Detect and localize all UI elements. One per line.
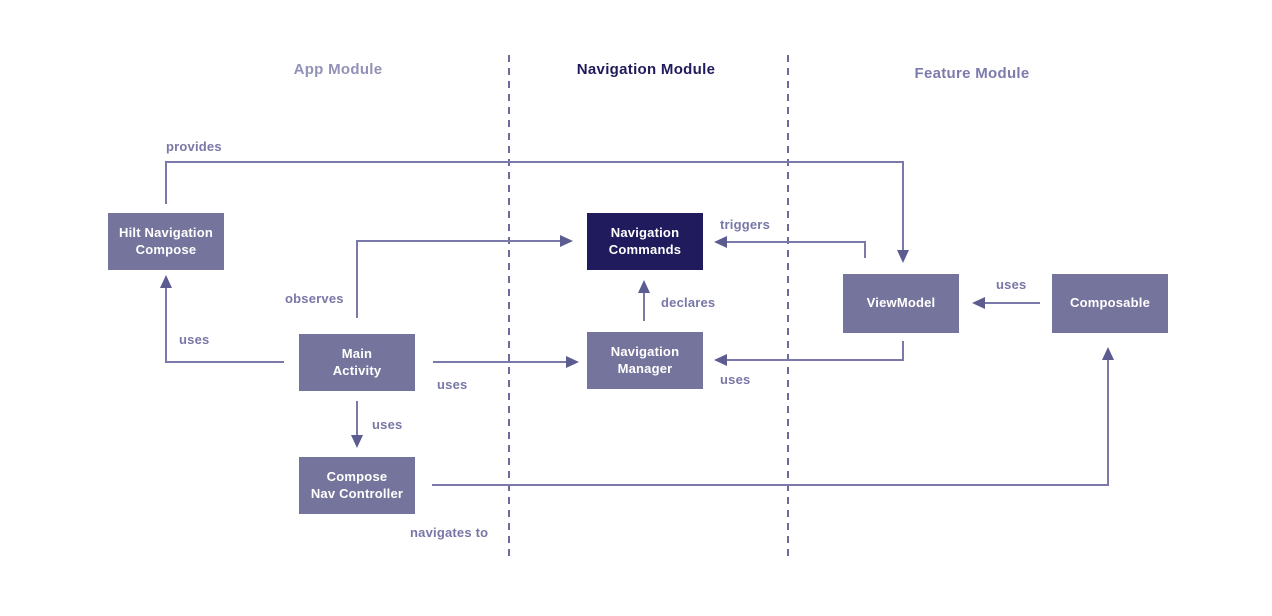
edge-navigates-to (432, 360, 1109, 486)
arrowhead-down-viewmodel (897, 250, 909, 263)
node-compose-nav-controller: Compose Nav Controller (299, 457, 415, 514)
edge-label-observes: observes (285, 291, 344, 306)
edge-label-uses-main-composenav: uses (372, 417, 403, 432)
arrowhead-up-composable (1102, 347, 1114, 360)
arrowhead-up-navcommands (638, 280, 650, 293)
edge-label-uses-composable-viewmodel: uses (996, 277, 1027, 292)
arrowhead-left-triggers (714, 236, 727, 248)
arrowhead-left-viewmodel (972, 297, 985, 309)
arrowhead-right-navcommands (560, 235, 573, 247)
node-navigation-commands: Navigation Commands (587, 213, 703, 270)
module-header-navigation: Navigation Module (576, 61, 716, 78)
edge-observes (356, 240, 560, 318)
node-hilt-navigation-compose: Hilt Navigation Compose (108, 213, 224, 270)
edge-uses-main-hilt (165, 288, 284, 363)
edge-label-navigates-to: navigates to (410, 525, 489, 540)
module-header-feature: Feature Module (914, 65, 1030, 82)
edge-triggers (727, 241, 866, 258)
edge-label-provides: provides (166, 139, 222, 154)
node-main-activity: Main Activity (299, 334, 415, 391)
arrowhead-right-navmanager (566, 356, 579, 368)
edge-label-triggers: triggers (720, 217, 771, 232)
edge-provides (165, 161, 904, 250)
arrowhead-left-navmanager (714, 354, 727, 366)
edge-label-uses-main-navmanager: uses (437, 377, 468, 392)
node-composable: Composable (1052, 274, 1168, 333)
node-viewmodel: ViewModel (843, 274, 959, 333)
arrowhead-up-hilt (160, 275, 172, 288)
edge-label-declares: declares (661, 295, 716, 310)
arrowhead-down-composenav (351, 435, 363, 448)
edge-label-uses-viewmodel-navmanager: uses (720, 372, 751, 387)
edge-label-uses-main-hilt: uses (179, 332, 210, 347)
edge-uses-viewmodel-navmanager (727, 341, 904, 361)
node-navigation-manager: Navigation Manager (587, 332, 703, 389)
module-header-app: App Module (293, 61, 383, 78)
